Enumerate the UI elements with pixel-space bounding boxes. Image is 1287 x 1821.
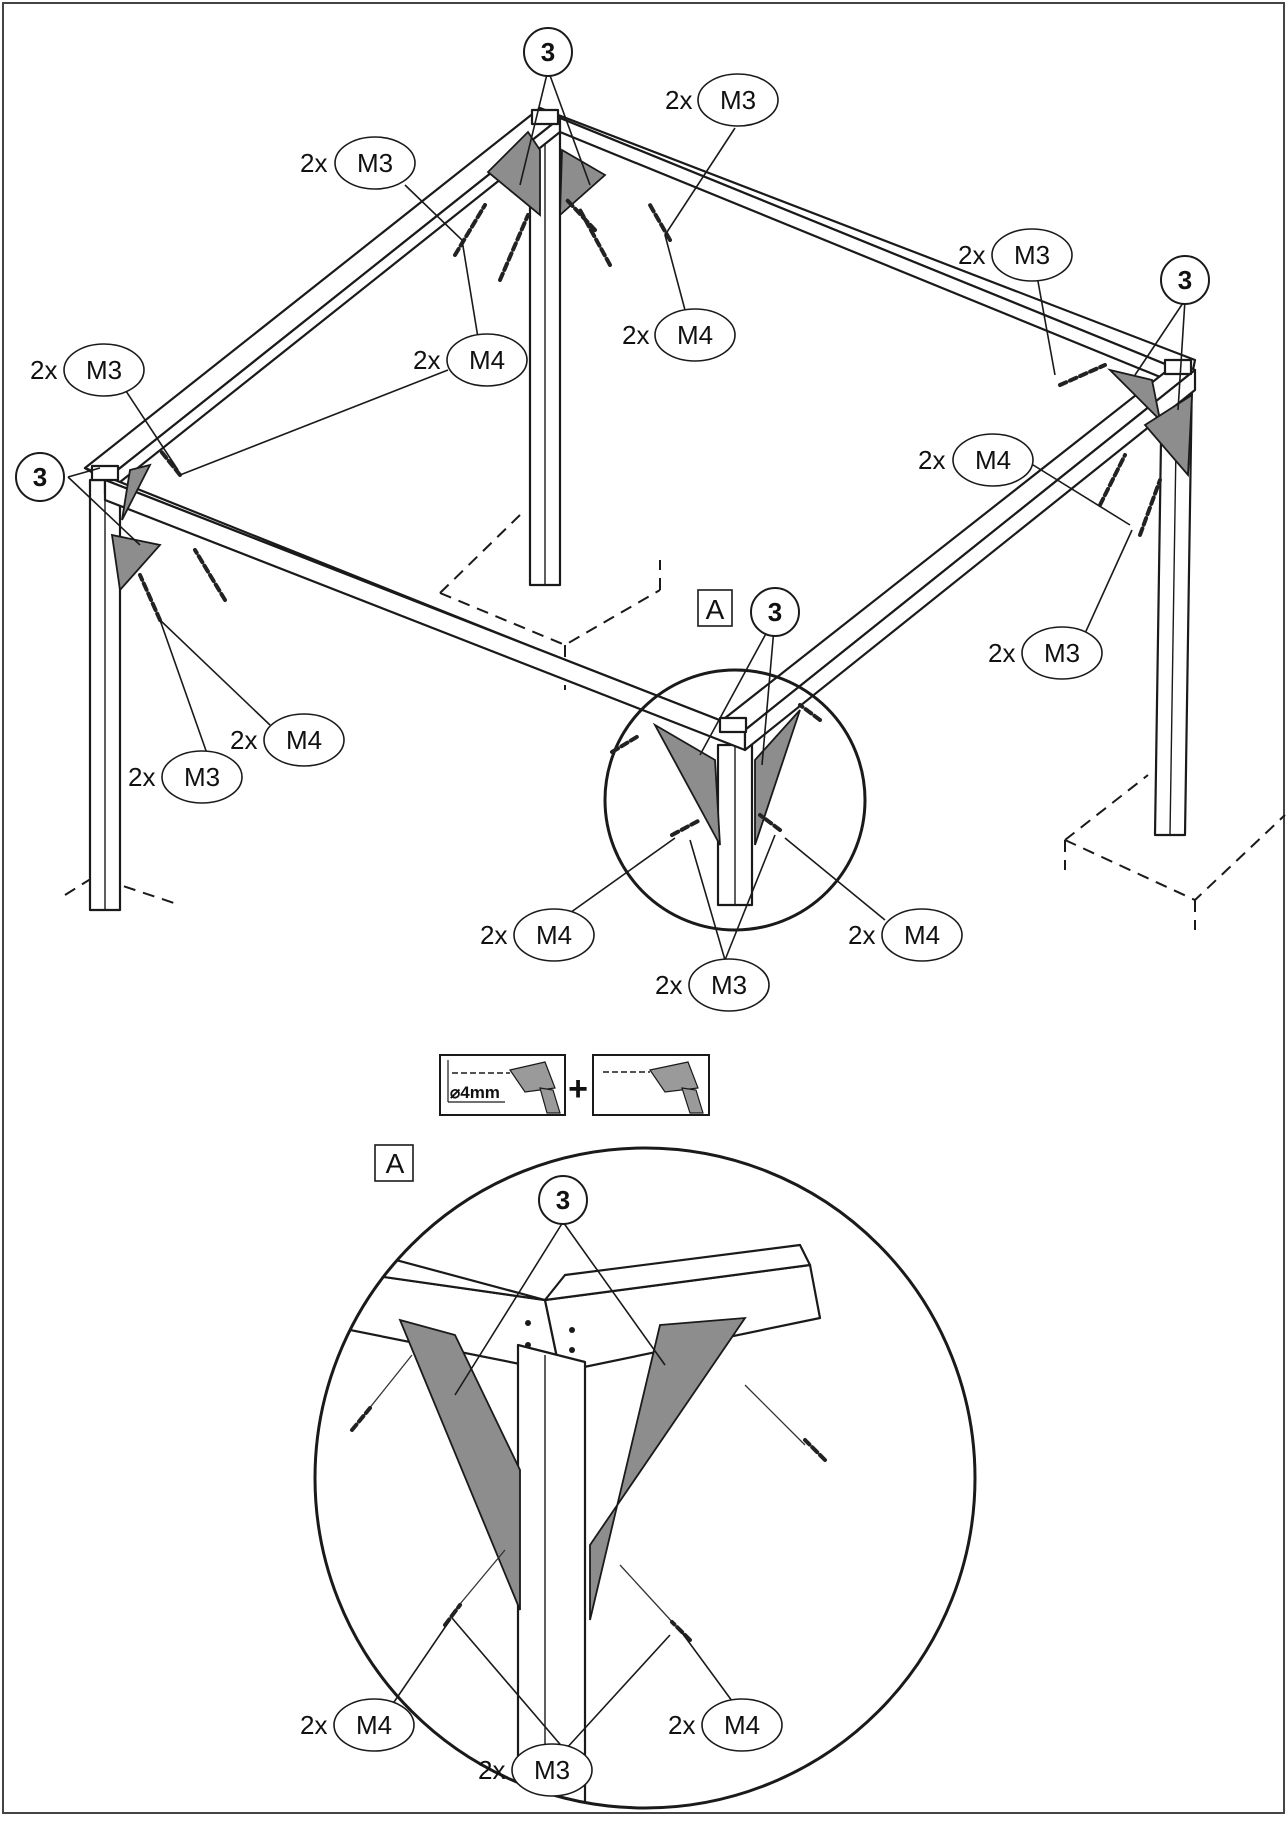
footing-left [64, 869, 181, 906]
post-cap-front [718, 716, 748, 734]
callout-m3-left-lower: 2x M3 [128, 750, 243, 804]
svg-text:M4: M4 [286, 725, 322, 755]
part-callout-left: 3 [15, 452, 65, 502]
brace-detail-small-right [754, 709, 801, 846]
detail-label-text: A [706, 594, 725, 625]
brace-back-right [559, 148, 607, 218]
svg-text:M3: M3 [184, 762, 220, 792]
svg-text:2x: 2x [958, 240, 985, 270]
svg-text:M4: M4 [536, 920, 572, 950]
part-callout-detail-small: 3 [750, 587, 800, 637]
callout-m4-right: 2x M4 [918, 433, 1034, 487]
svg-text:M4: M4 [469, 345, 505, 375]
svg-text:2x: 2x [230, 725, 257, 755]
callout-m4-detail-large-left: 2x M4 [300, 1698, 415, 1752]
drill-driver [592, 1054, 710, 1116]
callout-m3-top-left: 2x M3 [300, 136, 416, 190]
post-cap-left [90, 464, 120, 482]
svg-text:2x: 2x [665, 85, 692, 115]
brace-right-2 [1143, 393, 1193, 478]
svg-text:2x: 2x [128, 762, 155, 792]
part-callout-detail-large: 3 [538, 1175, 588, 1225]
callout-m4-center: 2x M4 [413, 333, 528, 387]
callout-m4-detail-small-right: 2x M4 [848, 908, 963, 962]
svg-text:2x: 2x [918, 445, 945, 475]
svg-text:M3: M3 [357, 148, 393, 178]
svg-text:3: 3 [768, 597, 782, 627]
screws-frame [138, 198, 1162, 622]
svg-text:2x: 2x [988, 638, 1015, 668]
brace-right-1 [1107, 368, 1162, 423]
callout-m3-right-upper: 2x M3 [958, 228, 1073, 282]
svg-text:M4: M4 [677, 320, 713, 350]
svg-text:3: 3 [33, 462, 47, 492]
post-cap-right [1163, 358, 1193, 376]
callout-m3-top-right: 2x M3 [665, 73, 779, 127]
footing-right [1064, 774, 1286, 930]
svg-text:M3: M3 [1014, 240, 1050, 270]
svg-text:2x: 2x [480, 920, 507, 950]
svg-text:M3: M3 [711, 970, 747, 1000]
callout-m4-detail-small-left: 2x M4 [480, 908, 595, 962]
callout-m4-detail-large-right: 2x M4 [668, 1698, 783, 1752]
post-cap-back [530, 108, 560, 126]
leader-lines [67, 69, 1186, 1751]
detail-circle-small [603, 668, 867, 932]
svg-text:2x: 2x [300, 1710, 327, 1740]
callout-m3-detail-large: 2x M3 [478, 1743, 593, 1797]
svg-text:M3: M3 [86, 355, 122, 385]
svg-text:2x: 2x [413, 345, 440, 375]
svg-text:M3: M3 [720, 85, 756, 115]
tools-plus: + [568, 1070, 588, 1108]
svg-text:M4: M4 [975, 445, 1011, 475]
part-callout-right: 3 [1160, 255, 1210, 305]
svg-text:3: 3 [556, 1185, 570, 1215]
svg-text:2x: 2x [478, 1755, 505, 1785]
svg-text:M3: M3 [1044, 638, 1080, 668]
svg-text:2x: 2x [622, 320, 649, 350]
svg-text:A: A [386, 1148, 405, 1179]
brace-detail-small-left [652, 722, 721, 846]
brace-left-1 [110, 533, 162, 593]
callout-m4-top-right: 2x M4 [622, 308, 736, 362]
tools-row: ⌀4mm + [439, 1054, 710, 1116]
drill-bit-label: ⌀4mm [450, 1083, 500, 1102]
detail-label-top: A [697, 589, 733, 627]
callout-m4-left-lower: 2x M4 [230, 713, 345, 767]
svg-text:2x: 2x [30, 355, 57, 385]
svg-text:3: 3 [541, 37, 555, 67]
drill-with-bit: ⌀4mm [439, 1054, 566, 1116]
svg-text:M4: M4 [904, 920, 940, 950]
gazebo-frame [64, 106, 1286, 930]
callout-m3-detail-small: 2x M3 [655, 958, 770, 1012]
svg-text:M3: M3 [534, 1755, 570, 1785]
svg-text:3: 3 [1178, 265, 1192, 295]
svg-text:2x: 2x [848, 920, 875, 950]
part-callout-top: 3 [523, 27, 573, 77]
brace-left-2 [121, 463, 152, 521]
svg-text:M4: M4 [724, 1710, 760, 1740]
callout-m3-right-lower: 2x M3 [988, 626, 1103, 680]
svg-text:2x: 2x [300, 148, 327, 178]
beam-front-right [718, 360, 1197, 732]
footing-back [439, 514, 661, 690]
callout-m3-left: 2x M3 [30, 343, 145, 397]
brace-back-left [486, 130, 541, 217]
svg-text:2x: 2x [655, 970, 682, 1000]
svg-text:2x: 2x [668, 1710, 695, 1740]
svg-text:M4: M4 [356, 1710, 392, 1740]
